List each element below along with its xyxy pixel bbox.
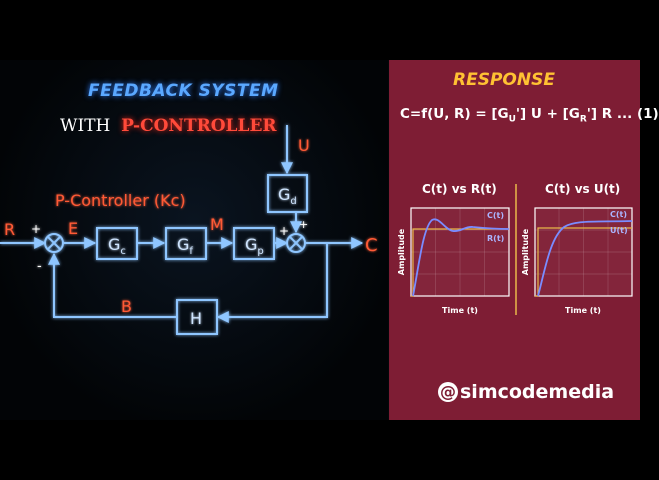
subtitle: WITH P-CONTROLLER [60, 116, 277, 136]
signal-u: U [298, 136, 310, 155]
block-gf-label: Gf [177, 235, 193, 257]
sum1-minus-sign: - [37, 259, 42, 274]
sum2-plus-top-sign: + [299, 218, 308, 231]
right-chart-title: C(t) vs U(t) [545, 182, 620, 196]
left-chart-ylabel: Amplitude [397, 228, 406, 275]
sum2-plus-sign: + [279, 224, 289, 238]
main-title: FEEDBACK SYSTEM [88, 81, 279, 101]
subtitle-prefix: WITH [60, 116, 111, 136]
response-equation: C=f(U, R) = [GU'] U + [GR'] R ... (1) [400, 106, 659, 125]
at-icon: @ [438, 382, 458, 402]
right-chart-grid [535, 208, 632, 296]
signal-b: B [121, 297, 132, 316]
left-chart-legend-r: R(t) [487, 234, 504, 243]
left-chart-output-curve [412, 218, 510, 297]
right-chart-legend-c: C(t) [610, 210, 627, 219]
subtitle-highlight: P-CONTROLLER [121, 116, 277, 136]
response-panel [389, 60, 640, 420]
signal-c: C [365, 235, 378, 256]
block-gp-label: Gp [245, 235, 264, 257]
left-chart-xlabel: Time (t) [442, 306, 478, 315]
line-b [48, 252, 177, 318]
sum1-plus-sign: + [31, 222, 41, 236]
controller-label: P-Controller (Kc) [55, 191, 186, 210]
block-gc-label: Gc [108, 235, 126, 257]
watermark-handle: @simcodemedia [438, 381, 614, 403]
block-gd-label: Gd [278, 185, 297, 207]
watermark-text: simcodemedia [460, 381, 615, 403]
left-chart-title: C(t) vs R(t) [422, 182, 497, 196]
right-chart-ylabel: Amplitude [521, 228, 530, 275]
signal-r: R [4, 220, 15, 239]
signal-m: M [210, 215, 224, 234]
response-charts: C(t) vs R(t) Amplitude Time (t) C(t) R(t… [397, 182, 633, 315]
diagram-panel [0, 60, 388, 420]
block-gd [267, 174, 308, 213]
right-chart-legend-u: U(t) [610, 226, 628, 235]
block-diagram: P-Controller (Kc) R + - E M + + C U B Gc… [0, 125, 378, 335]
right-chart-xlabel: Time (t) [565, 306, 601, 315]
right-chart-reference-line [535, 227, 632, 297]
left-chart-legend-c: C(t) [487, 211, 504, 220]
signal-e: E [68, 219, 78, 238]
right-chart-output-curve [537, 220, 633, 297]
left-chart-frame [410, 207, 510, 297]
response-title: RESPONSE [453, 70, 555, 90]
block-h-label: H [190, 309, 202, 328]
line-feedback-to-h [216, 243, 328, 323]
